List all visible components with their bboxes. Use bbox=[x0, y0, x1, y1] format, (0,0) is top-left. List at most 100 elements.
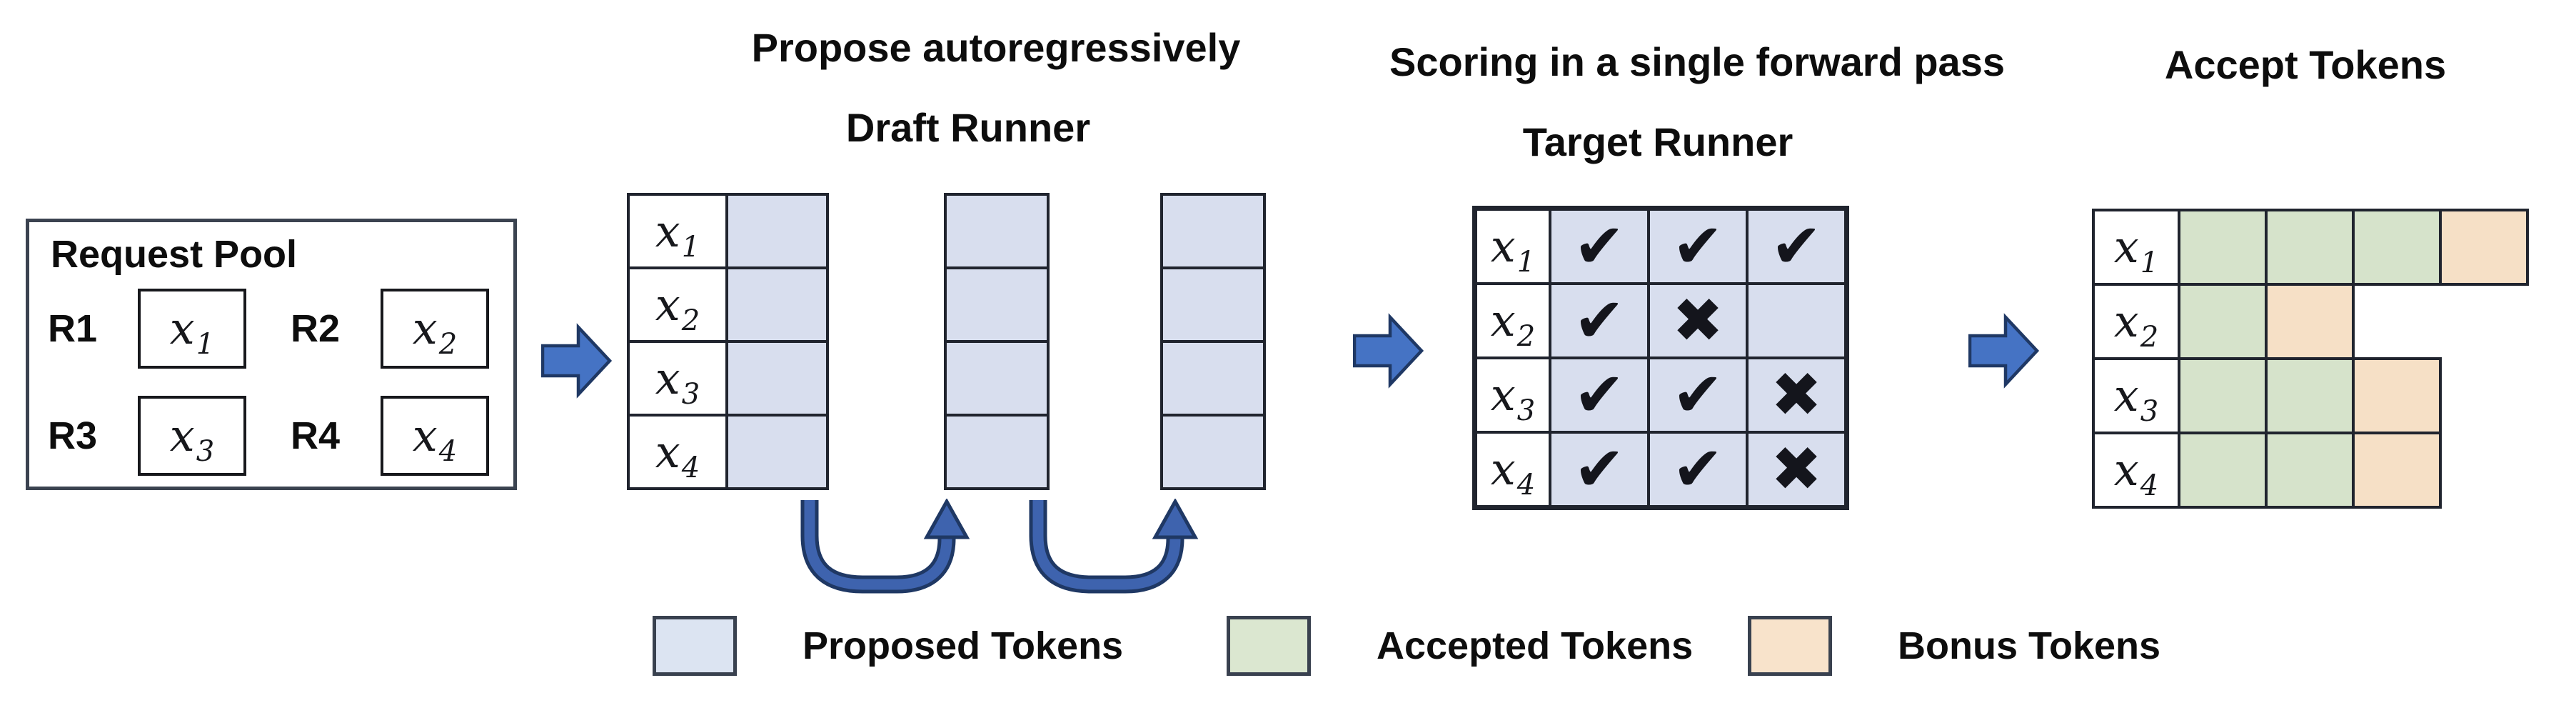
score-cell: ✔ bbox=[1647, 431, 1749, 508]
proposed-token-cell bbox=[725, 414, 829, 490]
request-id-label: R4 bbox=[291, 414, 341, 457]
request-token-box: x1 bbox=[138, 289, 246, 369]
accepted-swatch bbox=[1227, 616, 1311, 676]
token-label: x2 bbox=[655, 278, 700, 337]
draft-row bbox=[1160, 414, 1266, 490]
draft-row: x4 bbox=[627, 414, 829, 490]
score-cell: ✔ bbox=[1647, 357, 1749, 434]
target-row: x4 ✔ ✔ ✖ bbox=[1474, 431, 1847, 508]
legend-label: Proposed Tokens bbox=[803, 624, 1124, 667]
flow-arrow-icon bbox=[541, 323, 613, 399]
token-label: x2 bbox=[1490, 294, 1536, 353]
row-label-cell: x2 bbox=[2092, 283, 2180, 360]
draft-row bbox=[944, 193, 1050, 269]
proposed-token-cell bbox=[1160, 414, 1266, 490]
cross-mark-icon: ✖ bbox=[1770, 434, 1823, 505]
score-cell-empty bbox=[1746, 282, 1847, 359]
target-scoring-grid: x1✔✔✔x2✔✖x3✔✔✖x4✔✔✖ bbox=[1472, 206, 1849, 510]
draft-row bbox=[1160, 193, 1266, 269]
draft-row bbox=[944, 340, 1050, 417]
draft-row: x1 bbox=[627, 193, 829, 269]
request-token-box: x3 bbox=[138, 396, 246, 476]
row-label-cell: x1 bbox=[627, 193, 728, 269]
target-row: x3 ✔ ✔ ✖ bbox=[1474, 357, 1847, 434]
check-mark-icon: ✔ bbox=[1573, 434, 1626, 505]
accepted-token-cell bbox=[2178, 432, 2268, 509]
draft-row bbox=[1160, 340, 1266, 417]
token-label: x4 bbox=[412, 409, 458, 468]
draft-runner-title: Draft Runner bbox=[845, 105, 1091, 150]
draft-row bbox=[944, 266, 1050, 343]
target-runner-title: Target Runner bbox=[1522, 119, 1793, 164]
proposed-swatch bbox=[653, 616, 737, 676]
flow-arrow-icon bbox=[1968, 313, 2040, 389]
row-label-cell: x1 bbox=[2092, 209, 2180, 286]
accept-row: x2 bbox=[2092, 283, 2529, 360]
token-label: x3 bbox=[1490, 369, 1536, 427]
legend-item-proposed: Proposed Tokens bbox=[653, 616, 1123, 676]
token-label: x4 bbox=[1490, 443, 1536, 502]
token-label: x1 bbox=[1490, 220, 1536, 279]
proposed-token-cell bbox=[944, 340, 1050, 417]
draft-proposal-grid-step-3 bbox=[1160, 193, 1266, 490]
legend-item-accepted: Accepted Tokens bbox=[1227, 616, 1693, 676]
request-id-label: R2 bbox=[291, 307, 341, 350]
scoring-step-title: Scoring in a single forward pass bbox=[1389, 39, 2005, 84]
draft-row bbox=[1160, 266, 1266, 343]
proposed-token-cell bbox=[1160, 340, 1266, 417]
proposed-token-cell bbox=[725, 266, 829, 343]
accept-row: x1 bbox=[2092, 209, 2529, 286]
request-pool-title: Request Pool bbox=[51, 233, 298, 276]
bonus-token-cell bbox=[2352, 357, 2442, 434]
request-id-label: R3 bbox=[48, 414, 98, 457]
proposed-token-cell bbox=[944, 193, 1050, 269]
legend: Proposed Tokens Accepted Tokens Bonus Toke… bbox=[0, 616, 2576, 696]
request-pool-row: R3 x3 R4 x4 bbox=[48, 395, 503, 477]
draft-row bbox=[944, 414, 1050, 490]
proposed-token-cell bbox=[944, 266, 1050, 343]
row-label-cell: x3 bbox=[627, 340, 728, 417]
score-cell: ✔ bbox=[1746, 208, 1847, 285]
loop-arrow-icon bbox=[800, 499, 970, 594]
token-label: x1 bbox=[2113, 221, 2159, 279]
score-cell: ✖ bbox=[1746, 357, 1847, 434]
check-mark-icon: ✔ bbox=[1671, 434, 1724, 505]
accept-row: x3 bbox=[2092, 357, 2529, 434]
token-label: x1 bbox=[169, 302, 215, 361]
bonus-token-cell bbox=[2439, 209, 2529, 286]
token-label: x3 bbox=[2113, 369, 2159, 428]
check-mark-icon: ✔ bbox=[1573, 359, 1626, 431]
accepted-token-cell bbox=[2352, 209, 2442, 286]
draft-proposal-grid-step-2 bbox=[944, 193, 1050, 490]
legend-label: Bonus Tokens bbox=[1898, 624, 2161, 667]
proposed-token-cell bbox=[725, 193, 829, 269]
token-label: x3 bbox=[169, 409, 215, 468]
check-mark-icon: ✔ bbox=[1671, 359, 1724, 431]
bonus-token-cell bbox=[2265, 283, 2355, 360]
row-label-cell: x4 bbox=[1474, 431, 1551, 508]
request-token-box: x4 bbox=[381, 396, 489, 476]
legend-item-bonus: Bonus Tokens bbox=[1748, 616, 2160, 676]
token-label: x2 bbox=[412, 302, 458, 361]
row-label-cell: x1 bbox=[1474, 208, 1551, 285]
proposed-token-cell bbox=[944, 414, 1050, 490]
legend-label: Accepted Tokens bbox=[1377, 624, 1694, 667]
token-label: x3 bbox=[655, 352, 700, 411]
score-cell: ✖ bbox=[1647, 282, 1749, 359]
token-label: x4 bbox=[2113, 444, 2159, 502]
check-mark-icon: ✔ bbox=[1573, 211, 1626, 282]
propose-step-title: Propose autoregressively bbox=[751, 25, 1241, 70]
row-label-cell: x4 bbox=[627, 414, 728, 490]
accept-row: x4 bbox=[2092, 432, 2529, 509]
accepted-token-cell bbox=[2178, 209, 2268, 286]
token-label: x1 bbox=[655, 204, 700, 264]
accept-tokens-title: Accept Tokens bbox=[2164, 42, 2447, 87]
loop-arrow-icon bbox=[1029, 499, 1199, 594]
proposed-token-cell bbox=[1160, 193, 1266, 269]
score-cell: ✔ bbox=[1549, 357, 1650, 434]
flow-arrow-icon bbox=[1353, 313, 1424, 389]
bonus-swatch bbox=[1748, 616, 1832, 676]
